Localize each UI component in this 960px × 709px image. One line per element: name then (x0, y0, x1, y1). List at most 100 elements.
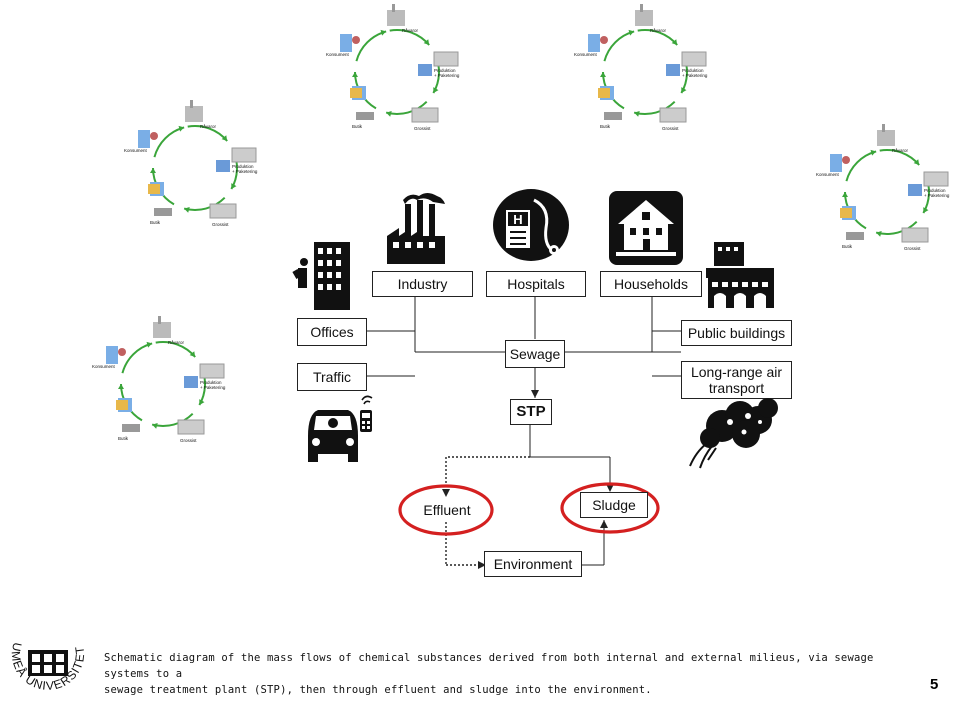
office-building-icon (292, 242, 350, 310)
stp-label: STP (516, 403, 546, 420)
caption-line-1: Schematic diagram of the mass flows of c… (104, 652, 874, 680)
effluent-label: Effluent (423, 502, 471, 518)
grossist-label: Grossist (662, 126, 679, 131)
hospitals-box: Hospitals (486, 271, 586, 297)
umea-university-logo: UMEÅ UNIVERSITET (9, 641, 87, 693)
butik-label: Butik (150, 220, 161, 225)
washing-machine-icon (138, 130, 150, 148)
raw-material-icon (877, 130, 895, 146)
konsument-label: Konsument (574, 52, 598, 57)
hospitals-label: Hospitals (507, 276, 565, 292)
butik-label: Butik (118, 436, 129, 441)
cycle-arrowhead (913, 159, 920, 166)
chimney-icon (882, 124, 885, 132)
offices-box: Offices (297, 318, 367, 346)
solar-panel-icon (666, 64, 680, 76)
cycle-arrowhead (152, 422, 158, 429)
effluent-box: Effluent (418, 498, 476, 522)
consumer-icon (150, 132, 158, 140)
washing-machine-icon (588, 34, 600, 52)
traffic-box: Traffic (297, 363, 367, 391)
konsument-label: Konsument (326, 52, 350, 57)
box-icon (148, 184, 160, 194)
produktion-label: Produktion (682, 68, 704, 73)
grossist-label: Grossist (180, 438, 197, 443)
consumer-icon (600, 36, 608, 44)
consumer-icon (842, 156, 850, 164)
warehouse-icon (659, 107, 687, 123)
production-icon (199, 363, 225, 379)
house-icon (609, 191, 683, 265)
box-icon (116, 400, 128, 410)
figure-caption: Schematic diagram of the mass flows of c… (104, 650, 914, 698)
chimney-icon (640, 4, 643, 12)
cycle-arrowhead (199, 399, 205, 405)
production-icon (923, 171, 949, 187)
produktion-label: Produktion (200, 380, 222, 385)
cycle-arrowhead (876, 230, 882, 237)
public-buildings-box: Public buildings (681, 320, 792, 346)
stp-box: STP (510, 399, 552, 425)
households-label: Households (614, 276, 688, 292)
cycle-arrowhead (221, 135, 228, 142)
truck-icon (154, 208, 172, 216)
sewage-box: Sewage (505, 340, 565, 368)
cycle-arrowhead (150, 168, 156, 173)
warehouse-icon (411, 107, 439, 123)
konsument-label: Konsument (816, 172, 840, 177)
solar-panel-icon (418, 64, 432, 76)
warehouse-icon (209, 203, 237, 219)
cycle-arrowhead (118, 384, 124, 389)
production-icon (231, 147, 257, 163)
ravaror-label: Råvaror (402, 27, 419, 33)
cycle-arrowhead (634, 110, 640, 117)
traffic-label: Traffic (312, 369, 352, 385)
industry-label: Industry (397, 276, 448, 292)
cycle-arrowhead (189, 351, 196, 358)
raw-material-icon (387, 10, 405, 26)
raw-material-icon (185, 106, 203, 122)
air-transport-label: transport (708, 380, 765, 396)
smoke-cloud-icon (689, 398, 778, 469)
solar-panel-icon (184, 376, 198, 388)
ravaror-label: Råvaror (200, 123, 217, 129)
paketering-label: + Paketering (232, 169, 258, 174)
cycle-arrowhead (600, 72, 606, 77)
paketering-label: + Paketering (924, 193, 950, 198)
butik-label: Butik (352, 124, 363, 129)
produktion-label: Produktion (434, 68, 456, 73)
grossist-label: Grossist (904, 246, 921, 251)
cycle-arrowhead (923, 207, 929, 213)
factory-icon (387, 193, 445, 264)
sludge-label: Sludge (592, 497, 636, 513)
caption-line-2: sewage treatment plant (STP), then throu… (104, 684, 652, 696)
cycle-arrowhead (423, 39, 430, 46)
cycle-arrowhead (842, 192, 848, 197)
ravaror-label: Råvaror (168, 339, 185, 345)
environment-box: Environment (484, 551, 582, 577)
svg-text:H: H (513, 212, 522, 227)
environment-label: Environment (493, 556, 573, 572)
production-icon (433, 51, 459, 67)
chimney-icon (190, 100, 193, 108)
cycle-arrowhead (380, 29, 387, 36)
industry-box: Industry (372, 271, 473, 297)
cycle-arrowhead (178, 125, 185, 132)
butik-label: Butik (842, 244, 853, 249)
box-icon (840, 208, 852, 218)
grossist-label: Grossist (212, 222, 229, 227)
cycle-arrowhead (352, 72, 358, 77)
public-building-icon (706, 242, 774, 308)
box-icon (598, 88, 610, 98)
cycle-arrowhead (433, 87, 439, 93)
consumer-icon (352, 36, 360, 44)
washing-machine-icon (340, 34, 352, 52)
households-box: Households (600, 271, 702, 297)
solar-panel-icon (216, 160, 230, 172)
ravaror-label: Råvaror (892, 147, 909, 153)
konsument-label: Konsument (92, 364, 116, 369)
offices-label: Offices (310, 324, 354, 340)
